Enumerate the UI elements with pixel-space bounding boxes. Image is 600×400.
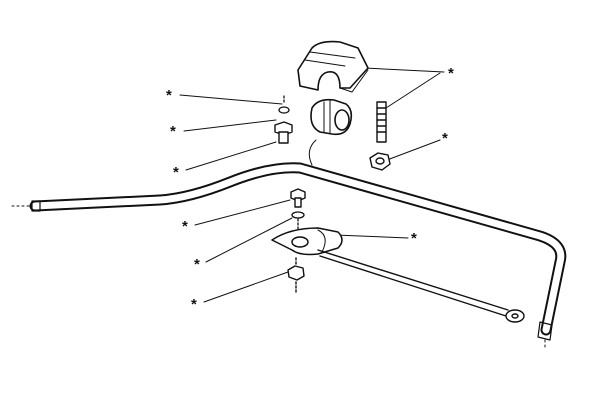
- rubber-bush: [308, 98, 353, 166]
- callout-washer-upper: *: [166, 87, 172, 104]
- callout-bolt-link: *: [182, 218, 188, 235]
- link-clamp: [271, 227, 343, 256]
- callout-washer-lower: *: [170, 123, 176, 140]
- nut-upper: [369, 152, 391, 171]
- callout-bolt-upper: *: [173, 164, 179, 181]
- washer-link: [291, 211, 305, 233]
- stabilizer-bar: [11, 162, 567, 351]
- leader-lines: [179, 67, 445, 303]
- callout-link-bushing: *: [411, 230, 417, 247]
- bolt-upper: [274, 121, 293, 144]
- callout-washer-link: *: [194, 256, 200, 273]
- callout-clamp-and-stud: *: [448, 65, 454, 82]
- callout-nut-link: *: [191, 296, 197, 313]
- washer-upper: [278, 95, 290, 114]
- link-rod: [317, 249, 525, 323]
- callout-nut-upper: *: [442, 130, 448, 147]
- bolt-link: [290, 188, 306, 208]
- stud: [376, 101, 387, 143]
- nut-link: [287, 257, 305, 295]
- clamp: [297, 40, 369, 93]
